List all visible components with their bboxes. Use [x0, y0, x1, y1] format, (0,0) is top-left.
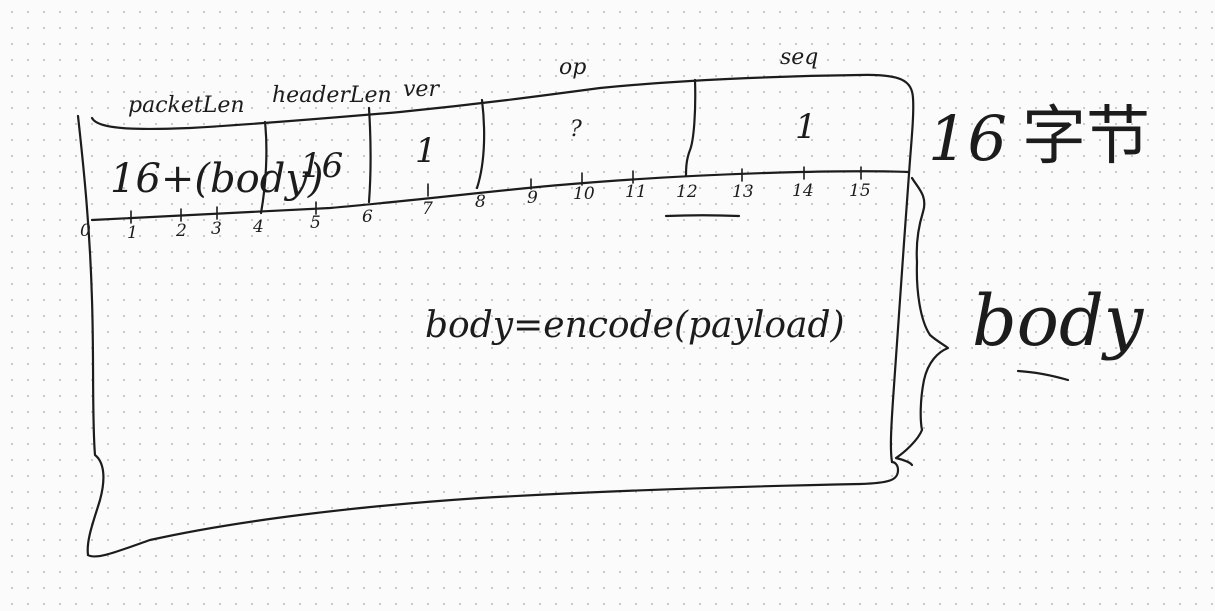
- value-seq: 1: [795, 107, 817, 147]
- offset-1: 1: [127, 223, 138, 243]
- offset-15: 15: [849, 181, 871, 201]
- offset-12: 12: [676, 182, 698, 202]
- body-note: body: [972, 280, 1145, 362]
- header-size-number: 16: [928, 102, 1007, 175]
- packet-left-border: [76, 114, 105, 557]
- body-brace: [894, 260, 950, 467]
- value-ver: 1: [415, 131, 437, 171]
- label-packet-len: packetLen: [128, 93, 245, 118]
- value-packet-len: 16+(body): [110, 156, 324, 202]
- header-size-unit: 字节: [1022, 100, 1150, 174]
- header-bottom-border: [90, 170, 910, 222]
- offset-0: 0: [80, 221, 91, 241]
- label-op: op: [559, 55, 586, 80]
- offset-10: 10: [573, 184, 595, 204]
- offset-underline: [664, 214, 741, 218]
- offset-8: 8: [475, 192, 486, 212]
- label-ver: ver: [403, 77, 440, 102]
- packet-right-border: [889, 158, 912, 464]
- value-header-len: 16: [300, 146, 343, 186]
- value-op: ?: [570, 117, 582, 142]
- offset-5: 5: [310, 213, 321, 233]
- offset-7: 7: [422, 199, 433, 219]
- packet-bottom-border: [86, 460, 900, 558]
- offset-9: 9: [527, 188, 538, 208]
- offset-3: 3: [211, 219, 222, 239]
- body-formula: body=encode(payload): [425, 305, 845, 346]
- separator-8: [475, 98, 486, 190]
- body-note-underline: [1016, 369, 1070, 382]
- offset-4: 4: [252, 217, 264, 237]
- offset-13: 13: [732, 182, 754, 202]
- offset-14: 14: [792, 181, 814, 201]
- separator-6: [367, 106, 372, 204]
- offset-2: 2: [175, 221, 187, 241]
- offset-6: 6: [362, 207, 373, 227]
- offset-11: 11: [625, 182, 647, 202]
- separator-4: [259, 120, 268, 215]
- header-top-border: [90, 73, 915, 162]
- label-seq: seq: [780, 45, 818, 70]
- separator-12: [684, 78, 697, 178]
- header-brace: [910, 176, 926, 264]
- label-header-len: headerLen: [272, 83, 392, 108]
